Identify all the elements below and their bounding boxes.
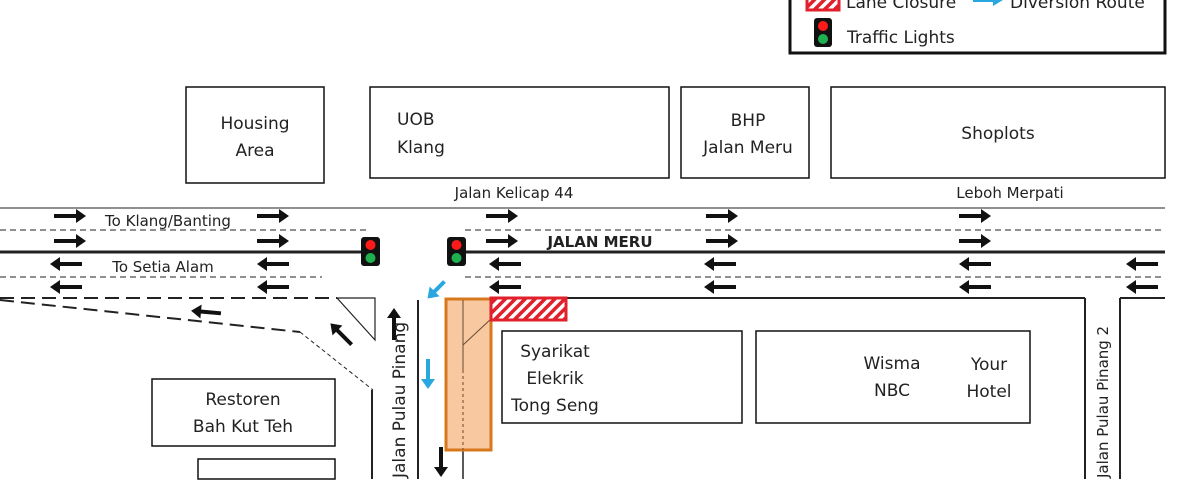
arrow-eastbound bbox=[486, 209, 518, 223]
direction-label-setia: To Setia Alam bbox=[111, 258, 214, 276]
arrow-westbound bbox=[959, 280, 991, 294]
building-uob-klang bbox=[369, 86, 670, 179]
arrow-eastbound bbox=[486, 234, 518, 248]
arrow-eastbound bbox=[706, 209, 738, 223]
syarikat-label-2: Elekrik bbox=[526, 369, 583, 389]
jalan-meru-road bbox=[0, 207, 1165, 479]
shoplots-label: Shoplots bbox=[961, 124, 1035, 144]
road-label-merpati: Leboh Merpati bbox=[956, 184, 1063, 202]
restoren-label-2: Bah Kut Teh bbox=[193, 417, 293, 437]
lane-closure-icon bbox=[805, 0, 841, 12]
arrow-westbound bbox=[257, 257, 289, 271]
arrow-westbound-slip bbox=[191, 304, 222, 319]
arrow-eastbound bbox=[959, 209, 991, 223]
arrow-eastbound bbox=[54, 234, 86, 248]
arrow-westbound bbox=[1126, 280, 1158, 294]
syarikat-label-1: Syarikat bbox=[520, 342, 590, 362]
housing-label-1: Housing bbox=[220, 114, 289, 134]
building-syarikat bbox=[501, 330, 743, 424]
arrow-eastbound bbox=[959, 234, 991, 248]
building-housing-area bbox=[185, 86, 325, 184]
traffic-light-west bbox=[361, 237, 380, 266]
legend-lane-closure: Lane Closure bbox=[846, 0, 956, 13]
traffic-light-icon bbox=[814, 18, 832, 47]
arrow-westbound bbox=[489, 257, 521, 271]
legend-traffic-lights: Traffic Lights bbox=[846, 28, 955, 48]
arrow-southbound bbox=[434, 447, 448, 477]
legend-diversion-route: Diversion Route bbox=[1010, 0, 1145, 13]
syarikat-label-3: Tong Seng bbox=[510, 396, 599, 416]
arrow-westbound bbox=[50, 257, 82, 271]
building-unnamed bbox=[197, 458, 336, 480]
bhp-label-2: Jalan Meru bbox=[702, 138, 793, 158]
wisma-label-1: Wisma bbox=[864, 354, 921, 374]
legend: Lane Closure Diversion Route Traffic Lig… bbox=[788, 0, 1167, 55]
hotel-label-1: Your bbox=[970, 355, 1007, 375]
building-bhp bbox=[680, 86, 810, 179]
building-wisma-nbc bbox=[755, 330, 1031, 424]
building-shoplots bbox=[830, 86, 1166, 179]
arrow-eastbound bbox=[257, 209, 289, 223]
lane-closure-zone bbox=[489, 296, 568, 322]
arrow-eastbound bbox=[257, 234, 289, 248]
road-label-pulau-pinang-2: Jalan Pulau Pinang 2 bbox=[1094, 326, 1112, 479]
arrow-eastbound bbox=[706, 234, 738, 248]
work-zone bbox=[444, 297, 493, 452]
arrow-westbound bbox=[704, 280, 736, 294]
diversion-arrow bbox=[427, 280, 446, 299]
direction-label-klang: To Klang/Banting bbox=[104, 212, 231, 230]
arrow-westbound bbox=[50, 280, 82, 294]
housing-label-2: Area bbox=[235, 141, 274, 161]
hotel-label-2: Hotel bbox=[966, 382, 1011, 402]
arrow-westbound bbox=[489, 280, 521, 294]
arrow-northbound bbox=[387, 308, 401, 340]
traffic-arrows bbox=[50, 209, 1158, 477]
uob-label-2: Klang bbox=[397, 138, 445, 158]
road-label-jalan-meru: JALAN MERU bbox=[546, 233, 652, 251]
arrow-westbound bbox=[704, 257, 736, 271]
wisma-label-2: NBC bbox=[874, 381, 910, 401]
road-label-pulau-pinang: Jalan Pulau Pinang bbox=[390, 322, 410, 479]
building-restoren bbox=[151, 378, 336, 447]
diversion-arrow-south bbox=[421, 359, 435, 389]
arrow-turn-left bbox=[330, 323, 354, 347]
arrow-westbound bbox=[959, 257, 991, 271]
traffic-light-east bbox=[447, 237, 466, 266]
arrow-westbound bbox=[257, 280, 289, 294]
diversion-arrow-icon bbox=[973, 0, 1003, 6]
road-label-kelicap: Jalan Kelicap 44 bbox=[454, 184, 574, 202]
arrow-westbound bbox=[1126, 257, 1158, 271]
uob-label-1: UOB bbox=[397, 110, 435, 130]
restoren-label-1: Restoren bbox=[205, 390, 280, 410]
arrow-eastbound bbox=[54, 209, 86, 223]
bhp-label-1: BHP bbox=[731, 111, 766, 131]
